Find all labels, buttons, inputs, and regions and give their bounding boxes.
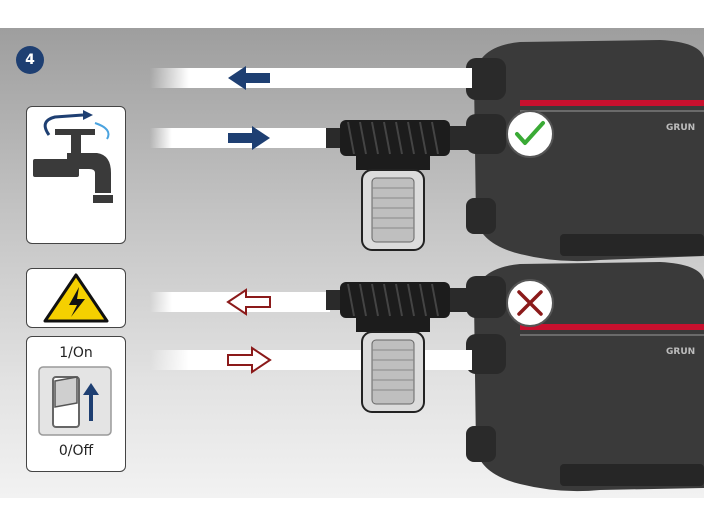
filter-top — [326, 120, 470, 251]
electrical-warning-panel — [26, 268, 126, 328]
power-switch-panel: 1/On 0/Off — [26, 336, 126, 472]
faucet-icon — [33, 110, 113, 203]
arrow-left-outline — [226, 288, 271, 316]
switch-off-label: 0/Off — [58, 443, 94, 459]
filter-bottom — [326, 282, 470, 413]
faucet-panel — [26, 106, 126, 244]
arrow-right-outline — [227, 346, 272, 374]
pump-top: GRUN — [466, 40, 704, 262]
arrow-left-filled — [228, 66, 270, 90]
step-number-badge: 4 — [16, 46, 44, 74]
pump-brand-text: GRUN — [666, 123, 695, 133]
result-icons — [506, 110, 554, 327]
cross-icon — [506, 279, 554, 327]
switch-on-label: 1/On — [59, 345, 93, 361]
diagram-canvas: GRUN GRUN — [0, 28, 704, 498]
flow-arrows — [226, 66, 272, 374]
electrical-hazard-icon — [43, 273, 109, 323]
outlet-pipe-bottom — [150, 292, 330, 312]
arrow-right-filled — [228, 126, 270, 150]
outlet-pipe-top — [150, 68, 472, 88]
power-switch-icon — [38, 366, 112, 436]
pump-brand-text: GRUN — [666, 347, 695, 357]
check-icon — [506, 110, 554, 158]
